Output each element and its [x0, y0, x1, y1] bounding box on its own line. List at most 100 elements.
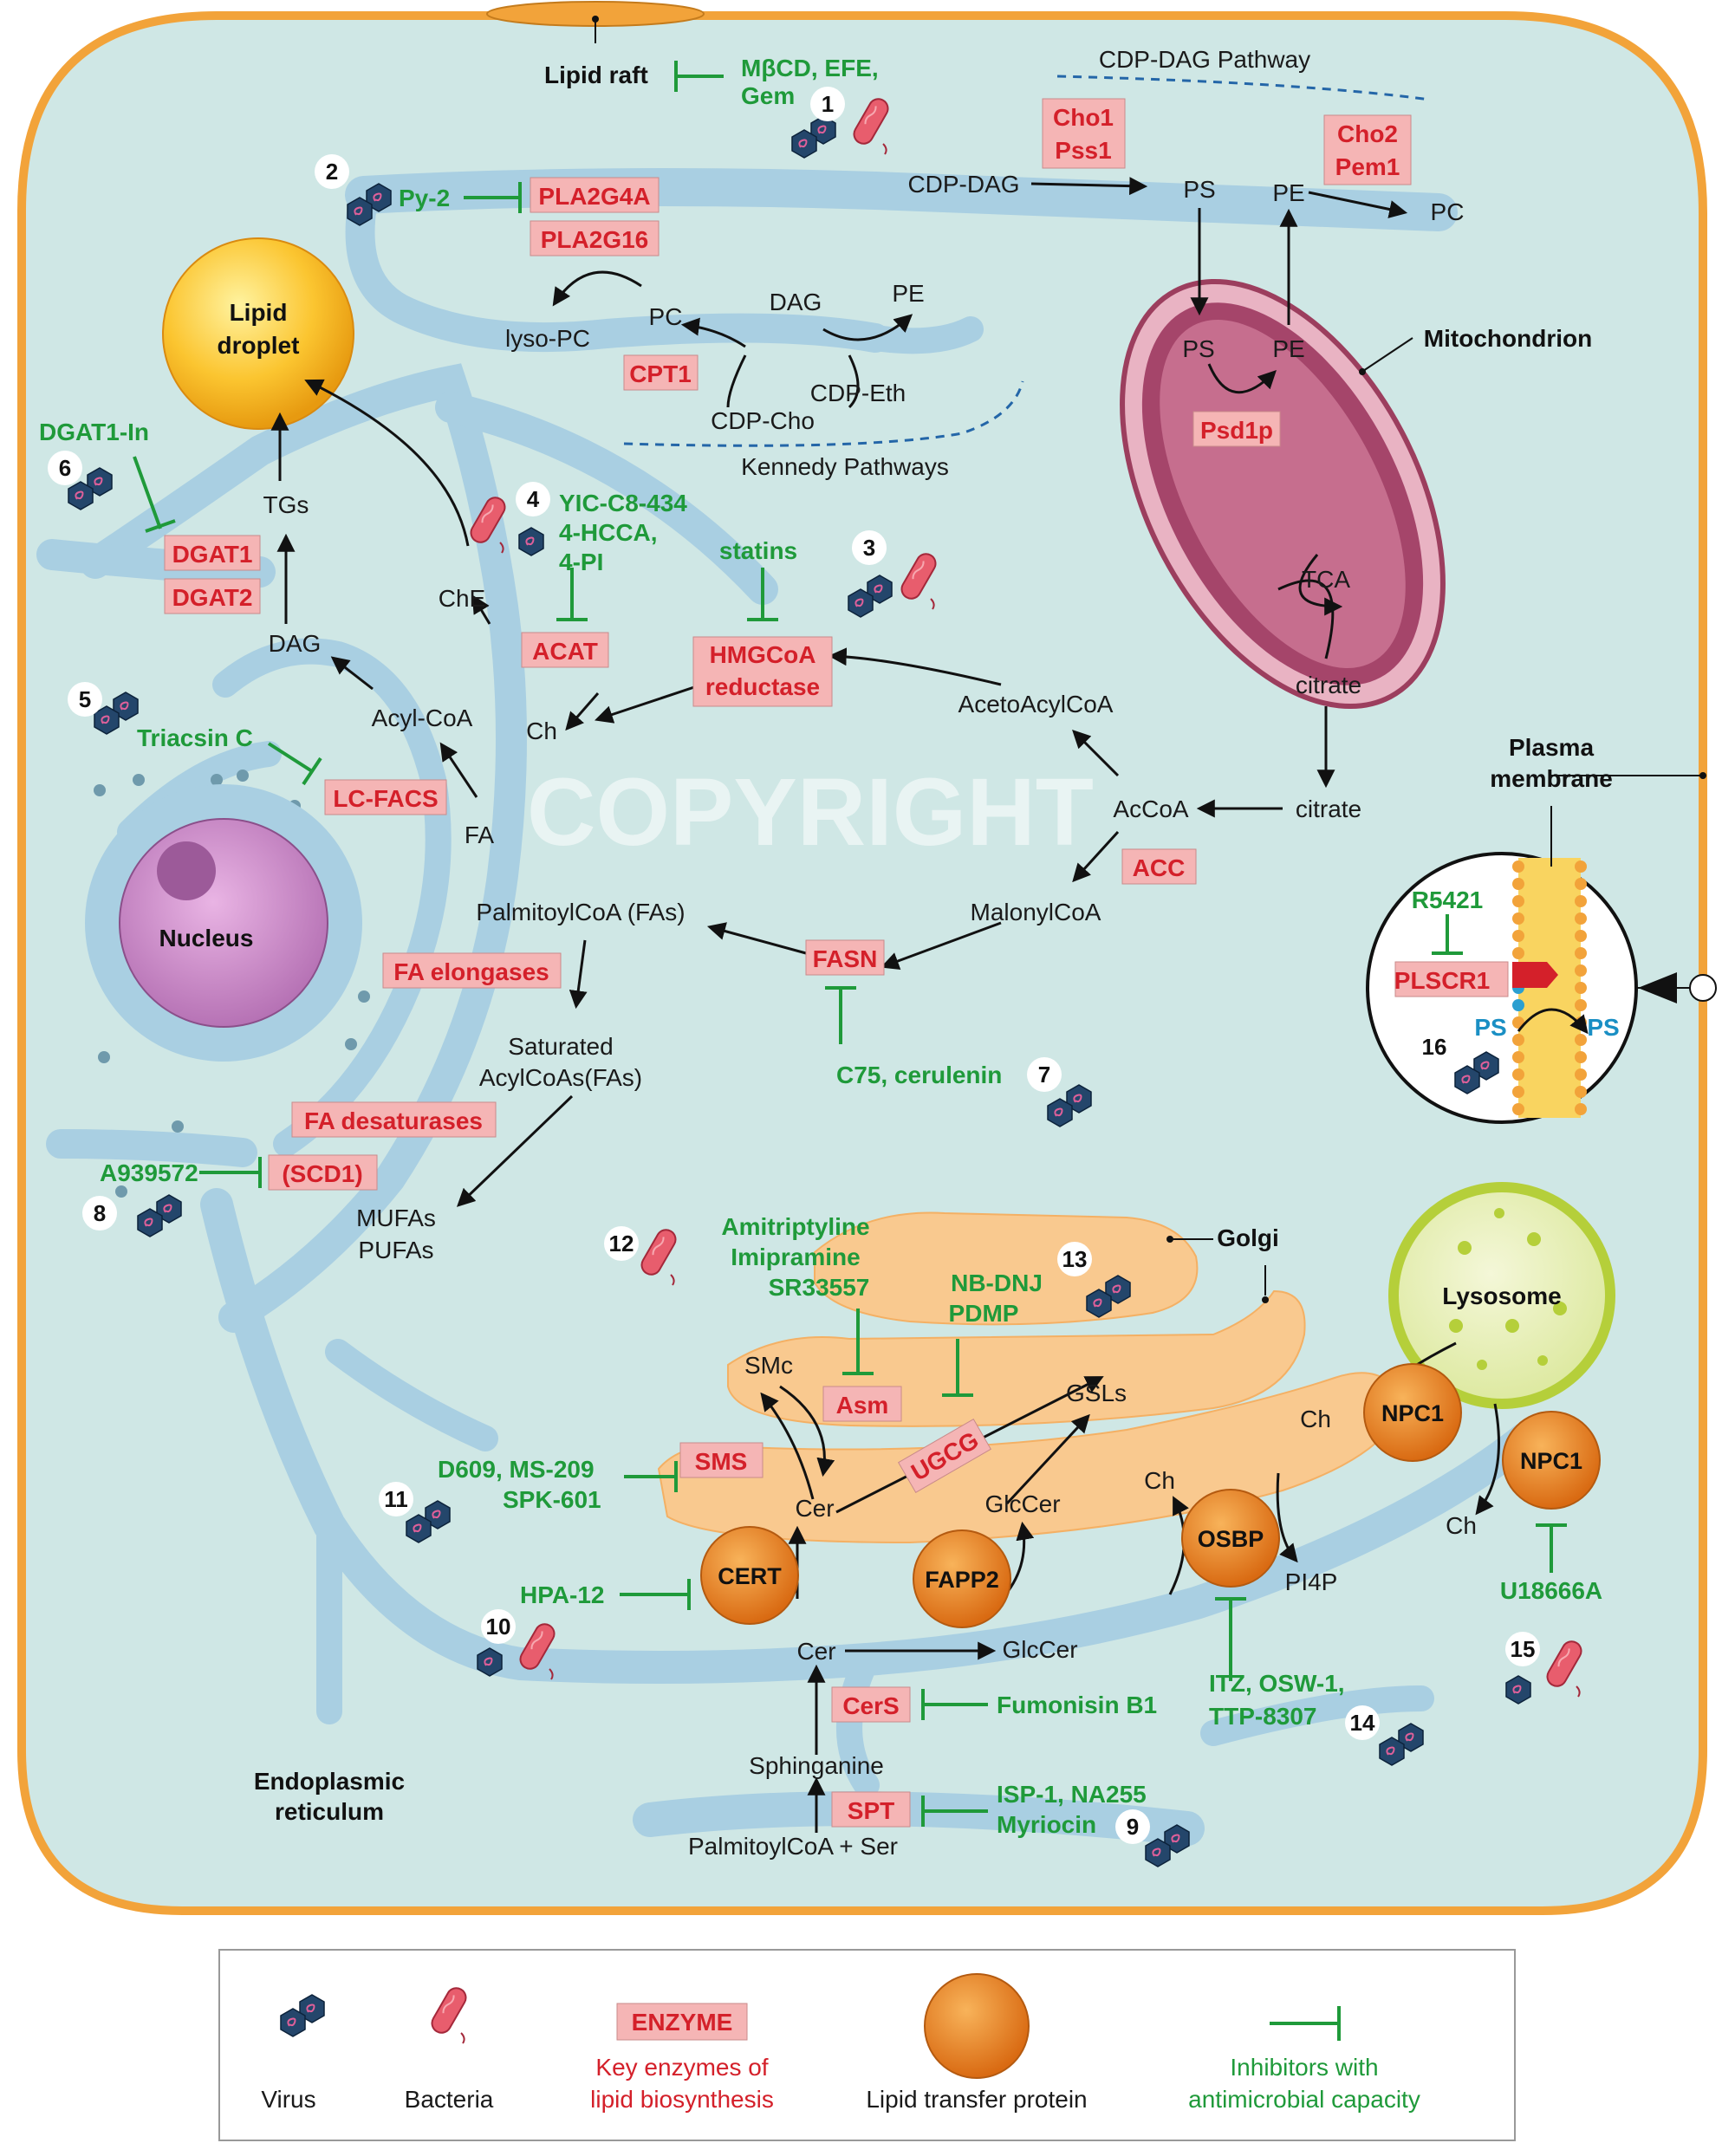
watermark: COPYRIGHT [527, 759, 1094, 866]
inhibitor-hpa12: HPA-12 [520, 1581, 605, 1608]
legend-inhibitor-label-2: antimicrobial capacity [1188, 2086, 1420, 2113]
metabolite-pe-mito: PE [1272, 335, 1304, 362]
svg-text:2: 2 [326, 159, 338, 185]
badge-13: 13 [1057, 1242, 1092, 1276]
lipid-droplet-label-2: droplet [218, 332, 300, 359]
legend-enzyme-label-1: Key enzymes of [595, 2054, 768, 2081]
enzyme-pss1: Pss1 [1055, 137, 1111, 164]
svg-text:13: 13 [1062, 1246, 1088, 1272]
enzyme-pem1: Pem1 [1335, 153, 1400, 180]
legend-ltp-icon [924, 1973, 1030, 2079]
metabolite-pufas: PUFAs [358, 1237, 433, 1263]
metabolite-tgs: TGs [263, 491, 309, 518]
enzyme-lc-facs: LC-FACS [333, 785, 438, 812]
legend: Virus Bacteria ENZYME Key enzymes of lip… [218, 1949, 1516, 2141]
ltp-osbp: OSBP [1198, 1526, 1264, 1552]
metabolite-palmitoylcoa-fas: PalmitoylCoA (FAs) [476, 899, 685, 925]
metabolite-mufas: MUFAs [356, 1205, 436, 1231]
legend-virus-label: Virus [261, 2086, 315, 2113]
enzyme-pla2g16: PLA2G16 [541, 226, 649, 253]
metabolite-saturated-2: AcylCoAs(FAs) [479, 1064, 642, 1091]
metabolite-pi4p: PI4P [1285, 1568, 1338, 1595]
lysosome-label: Lysosome [1442, 1283, 1561, 1309]
metabolite-glccer-er: GlcCer [1002, 1636, 1077, 1663]
enzyme-boxes [164, 98, 1509, 1828]
inhibitor-yic-3: 4-PI [559, 549, 603, 575]
badge-11: 11 [379, 1482, 413, 1516]
svg-text:16: 16 [1422, 1034, 1447, 1060]
svg-text:15: 15 [1511, 1636, 1536, 1662]
lipid-raft-label: Lipid raft [544, 62, 648, 88]
metabolite-gsls: GSLs [1066, 1380, 1127, 1406]
er-label-2: reticulum [275, 1798, 384, 1825]
metabolite-sphinganine: Sphinganine [749, 1752, 884, 1779]
badge-1: 1 [810, 87, 845, 121]
ltp-npc1-er: NPC1 [1520, 1448, 1582, 1474]
enzyme-spt: SPT [848, 1797, 894, 1824]
golgi-label: Golgi [1217, 1224, 1279, 1251]
virus-icon [1505, 1675, 1531, 1705]
enzyme-psd1p: Psd1p [1200, 417, 1273, 444]
inhibitor-py2: Py-2 [399, 185, 450, 211]
enzyme-plscr1: PLSCR1 [1394, 967, 1490, 994]
legend-ltp-label: Lipid transfer protein [866, 2086, 1087, 2113]
metabolite-pe-er: PE [1272, 179, 1304, 206]
metabolite-cdp-eth: CDP-Eth [810, 380, 906, 406]
svg-text:6: 6 [59, 455, 71, 481]
inhibitor-fumonisin-b1: Fumonisin B1 [997, 1692, 1157, 1718]
metabolite-che: ChE [439, 585, 485, 612]
badge-16: 16 [1417, 1029, 1452, 1064]
inhibitor-c75: C75, cerulenin [836, 1062, 1002, 1088]
metabolite-malonylcoa: MalonylCoA [971, 899, 1101, 925]
metabolite-cdp-dag: CDP-DAG [907, 171, 1019, 198]
enzyme-acat: ACAT [532, 638, 598, 665]
inhibitor-isp1: ISP-1, NA255 [997, 1781, 1147, 1808]
badge-8: 8 [82, 1196, 117, 1231]
inhibitor-nb-dnj: NB-DNJ [951, 1270, 1043, 1296]
metabolite-ps-er: PS [1183, 176, 1215, 203]
enzyme-hmgcoa-1: HMGCoA [710, 641, 816, 668]
enzyme-hmgcoa-2: reductase [705, 673, 820, 700]
metabolite-dag-kennedy: DAG [770, 289, 822, 315]
enzyme-cers: CerS [842, 1692, 899, 1719]
enzyme-cho2: Cho2 [1337, 120, 1398, 147]
inhibitor-a939572: A939572 [100, 1159, 198, 1186]
er-label-1: Endoplasmic [254, 1768, 405, 1795]
badge-14: 14 [1345, 1705, 1380, 1740]
svg-text:11: 11 [384, 1486, 408, 1512]
metabolite-cdp-cho: CDP-Cho [711, 407, 815, 434]
plasma-membrane-label-1: Plasma [1509, 734, 1594, 761]
enzyme-pla2g4a: PLA2G4A [538, 183, 650, 210]
legend-enzyme-box: ENZYME [632, 2009, 733, 2036]
metabolite-pe-kennedy: PE [892, 280, 924, 307]
legend-enzyme-label-2: lipid biosynthesis [590, 2086, 774, 2113]
badge-7: 7 [1027, 1057, 1062, 1092]
kennedy-pathways-label: Kennedy Pathways [741, 453, 949, 480]
metabolite-glccer-golgi: GlcCer [984, 1490, 1060, 1517]
badge-9: 9 [1115, 1809, 1150, 1844]
virus-icon [518, 527, 544, 556]
metabolite-ch-npc1b: Ch [1446, 1512, 1477, 1539]
svg-text:7: 7 [1038, 1062, 1050, 1088]
svg-text:1: 1 [822, 91, 834, 117]
inhibitor-d609: D609, MS-209 [438, 1456, 595, 1483]
nucleus [119, 818, 328, 1028]
inhibitor-myriocin: Myriocin [997, 1811, 1096, 1838]
metabolite-tca: TCA [1302, 566, 1350, 593]
inhibitor-yic-2: 4-HCCA, [559, 519, 658, 546]
metabolite-smc: SMc [744, 1352, 793, 1379]
metabolite-dag: DAG [269, 630, 322, 657]
ltp-npc1-golgi: NPC1 [1381, 1400, 1444, 1426]
metabolite-accoa: AcCoA [1113, 796, 1188, 822]
enzyme-fa-desaturases: FA desaturases [304, 1107, 483, 1134]
badge-3: 3 [852, 530, 887, 565]
lipid-transfer-proteins [700, 1363, 1601, 1628]
badge-10: 10 [481, 1609, 516, 1644]
legend-inhibitor-label-1: Inhibitors with [1230, 2054, 1378, 2081]
inhibitor-yic-1: YIC-C8-434 [559, 490, 687, 516]
inhibitor-spk601: SPK-601 [503, 1486, 601, 1513]
metabolite-pc-er: PC [1431, 198, 1465, 225]
virus-icon [477, 1647, 503, 1677]
metabolite-palmitoylcoa-ser: PalmitoylCoA + Ser [688, 1833, 898, 1860]
